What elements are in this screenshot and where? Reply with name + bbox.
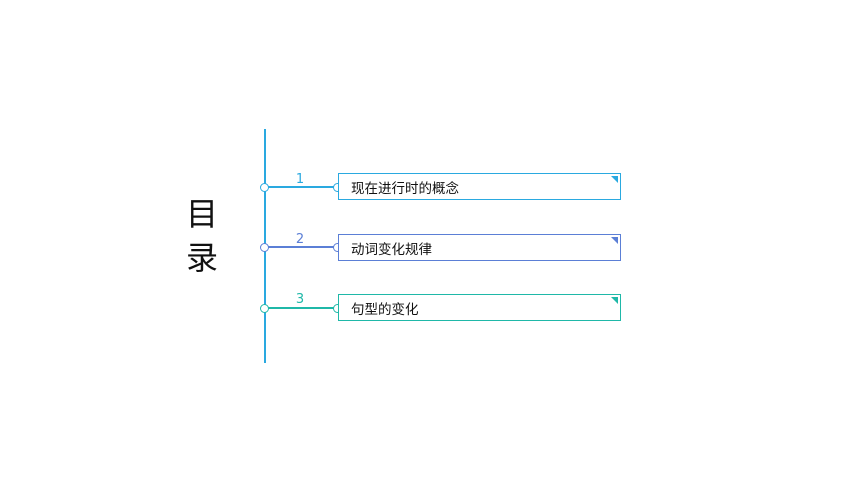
toc-item-label: 现在进行时的概念 [351,181,459,197]
toc-item-box[interactable]: 现在进行时的概念 [338,173,621,200]
toc-item-label: 句型的变化 [351,302,419,318]
toc-item-number: 3 [295,292,305,307]
corner-triangle-icon [611,176,618,183]
connector-line [268,186,335,188]
toc-item-box[interactable]: 句型的变化 [338,294,621,321]
connector-line [268,307,335,309]
toc-item-3[interactable]: 3 句型的变化 [0,290,860,330]
toc-item-label: 动词变化规律 [351,242,432,258]
timeline-node-left [260,183,269,192]
corner-triangle-icon [611,297,618,304]
timeline-node-left [260,243,269,252]
toc-item-1[interactable]: 1 现在进行时的概念 [0,168,860,208]
connector-line [268,246,335,248]
corner-triangle-icon [611,237,618,244]
toc-item-number: 2 [295,232,305,247]
toc-item-2[interactable]: 2 动词变化规律 [0,229,860,269]
toc-title-char-1: 目 [186,195,219,233]
toc-title-char-2: 录 [186,239,219,277]
timeline-node-left [260,304,269,313]
toc-item-number: 1 [295,172,305,187]
toc-item-box[interactable]: 动词变化规律 [338,234,621,261]
